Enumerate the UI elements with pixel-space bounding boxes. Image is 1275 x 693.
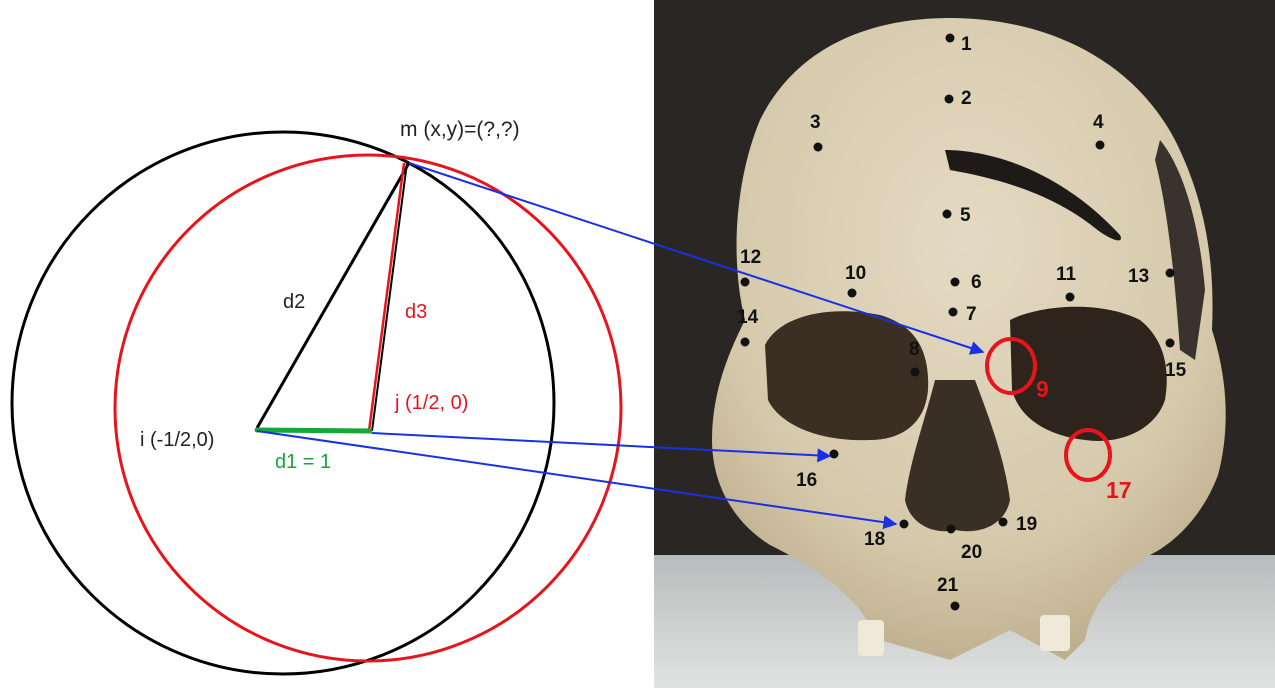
landmark-17-label: 17: [1106, 477, 1132, 503]
circle-centered-j: [113, 153, 623, 663]
landmark-10-dot: [847, 288, 857, 298]
landmark-4-label: 4: [1093, 112, 1104, 133]
landmark-6-label: 6: [971, 272, 982, 293]
cranial-fracture: [945, 150, 1121, 241]
d2-label: d2: [283, 291, 305, 313]
landmark-11-dot: [1065, 292, 1075, 302]
point-i-label: i (-1/2,0): [140, 429, 214, 451]
landmark-20-dot: [946, 524, 956, 534]
landmark-16-dot: [829, 449, 839, 459]
landmark-4-dot: [1095, 140, 1105, 150]
landmark-19-label: 19: [1016, 514, 1037, 535]
landmark-8-dot: [910, 367, 920, 377]
landmark-15-label: 15: [1165, 360, 1187, 381]
segment-d3-black: [371, 162, 408, 432]
landmark-8-label: 8: [909, 339, 920, 360]
landmark-7-label: 7: [966, 304, 977, 325]
landmark-18-dot: [899, 519, 909, 529]
landmark-20-label: 20: [961, 542, 982, 563]
landmark-5-label: 5: [960, 205, 971, 226]
landmark-21-dot: [950, 601, 960, 611]
mapping-arrows: [256, 162, 985, 530]
d1-label: d1 = 1: [275, 451, 331, 473]
landmark-5-dot: [942, 209, 952, 219]
point-j-label: j (1/2, 0): [394, 392, 468, 414]
landmark-labels: 1 2 3 4 5 6 7 8 10 11 12 13 14 15 16 18 …: [737, 34, 1187, 596]
point-m-label: m (x,y)=(?,?): [400, 118, 520, 141]
landmark-3-label: 3: [810, 112, 821, 133]
left-orbit: [1010, 306, 1167, 441]
landmark-21-label: 21: [937, 575, 959, 596]
landmark-1-dot: [945, 33, 955, 43]
landmark-17-circle: [1064, 428, 1112, 482]
geometry-diagram: m (x,y)=(?,?) d2 d3 j (1/2, 0) i (-1/2,0…: [10, 118, 623, 676]
highlighted-landmarks: 9 17: [985, 337, 1132, 503]
d3-label: d3: [405, 301, 427, 323]
arrow-i-to-18: [256, 430, 898, 530]
segment-d3: [367, 162, 406, 432]
landmark-16-label: 16: [796, 470, 817, 491]
landmark-14-label: 14: [737, 307, 759, 328]
skull-shape: [712, 18, 1226, 660]
landmark-10-label: 10: [845, 263, 866, 284]
skull-photo: 1 2 3 4 5 6 7 8 10 11 12 13 14 15 16 18 …: [654, 0, 1275, 688]
landmark-15-dot: [1165, 338, 1175, 348]
circle-centered-i: [10, 130, 556, 676]
landmark-6-dot: [950, 277, 960, 287]
landmark-13-label: 13: [1128, 266, 1149, 287]
landmark-2-dot: [944, 94, 954, 104]
landmark-3-dot: [813, 142, 823, 152]
landmark-1-label: 1: [961, 34, 972, 55]
tooth-right: [1040, 615, 1070, 651]
arrow-j-to-16: [371, 432, 832, 463]
landmark-13-dot: [1165, 268, 1175, 278]
landmark-dots: [740, 33, 1175, 611]
segment-d2: [255, 162, 411, 429]
landmark-12-dot: [740, 277, 750, 287]
nasal-cavity: [905, 380, 1010, 532]
landmark-12-label: 12: [740, 247, 761, 268]
landmark-7-dot: [948, 307, 958, 317]
segment-d1: [256, 427, 373, 434]
landmark-9-label: 9: [1036, 376, 1049, 402]
right-orbit: [765, 311, 929, 441]
landmark-18-label: 18: [864, 529, 885, 550]
landmark-2-label: 2: [961, 88, 972, 109]
arrow-m-to-9: [408, 162, 985, 355]
temporal-fracture: [1155, 140, 1205, 360]
tooth-left: [858, 620, 884, 656]
landmark-11-label: 11: [1056, 264, 1077, 285]
landmark-19-dot: [998, 517, 1008, 527]
landmark-9-circle: [985, 337, 1037, 395]
landmark-14-dot: [740, 337, 750, 347]
